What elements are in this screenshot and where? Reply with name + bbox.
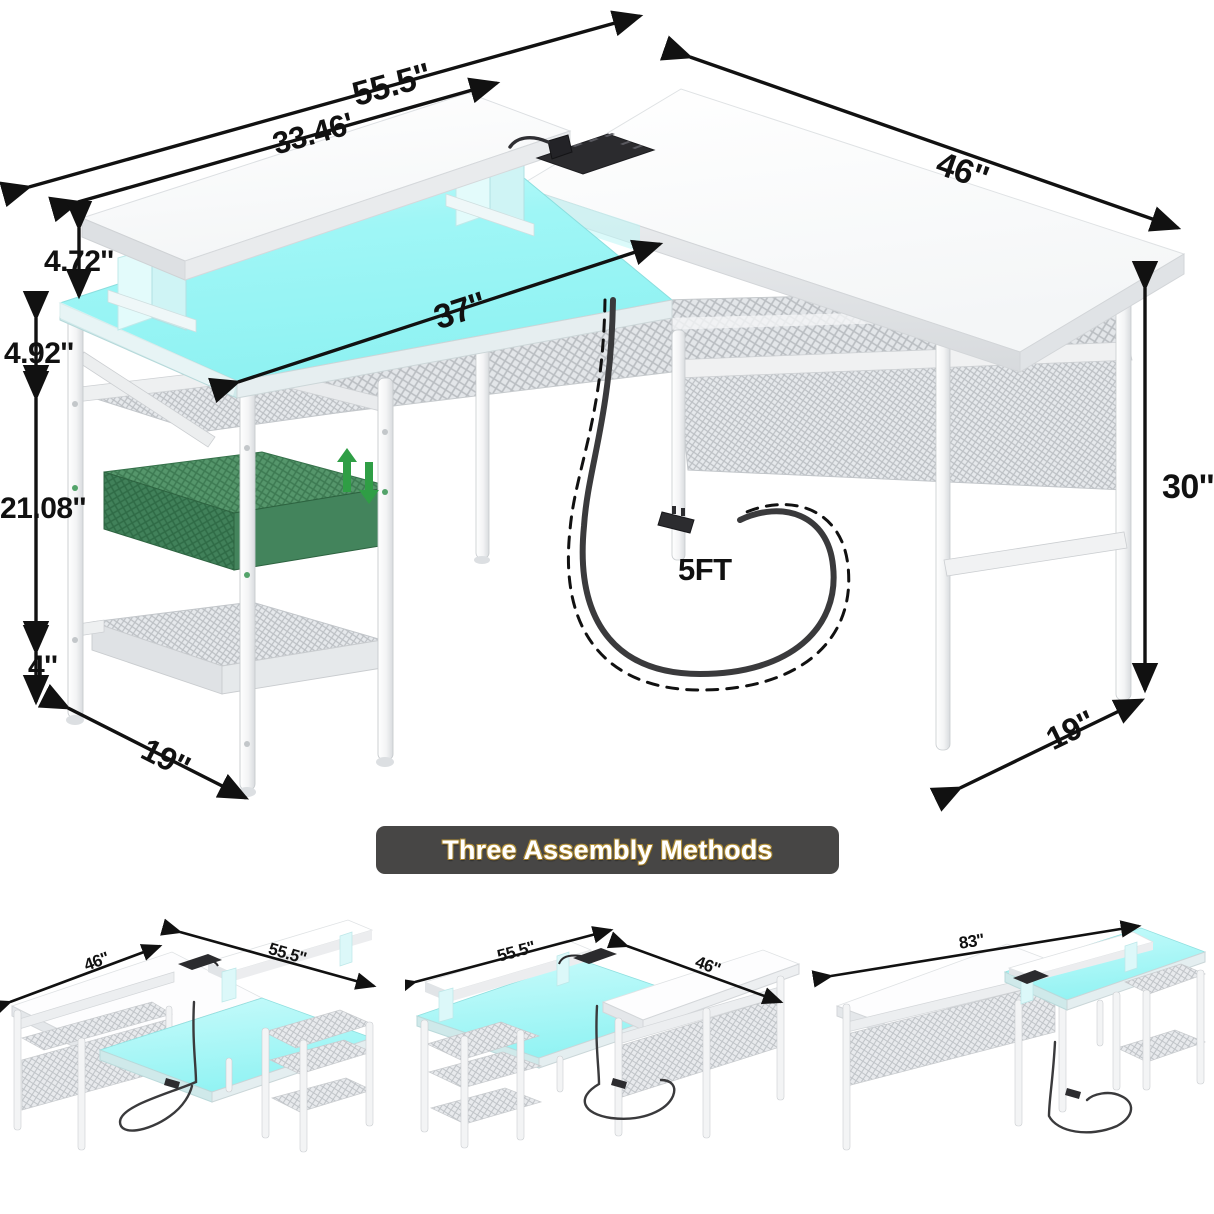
assembly-method-3: 83'' [809,910,1214,1214]
method3-label-83: 83'' [957,930,986,953]
dim-label-21-08: 21.08'' [0,492,86,525]
banner-title: Three Assembly Methods [442,834,773,865]
cable-plug-icon [657,506,695,534]
dim-label-4-72: 4.72'' [44,245,114,278]
assembly-method-2: 55.5'' 46'' [405,910,810,1214]
dim-label-4: 4'' [28,650,58,683]
assembly-methods-banner: Three Assembly Methods [376,826,839,874]
assembly-method-1: 46'' 55.5'' [0,910,405,1214]
dimension-lines [0,10,1182,812]
dim-label-5ft: 5FT [678,552,732,587]
power-cable-5ft [567,297,851,692]
dim-label-30: 30'' [1162,468,1214,506]
up-down-arrows-icon [337,448,379,504]
dim-label-4-92: 4.92'' [4,337,74,370]
